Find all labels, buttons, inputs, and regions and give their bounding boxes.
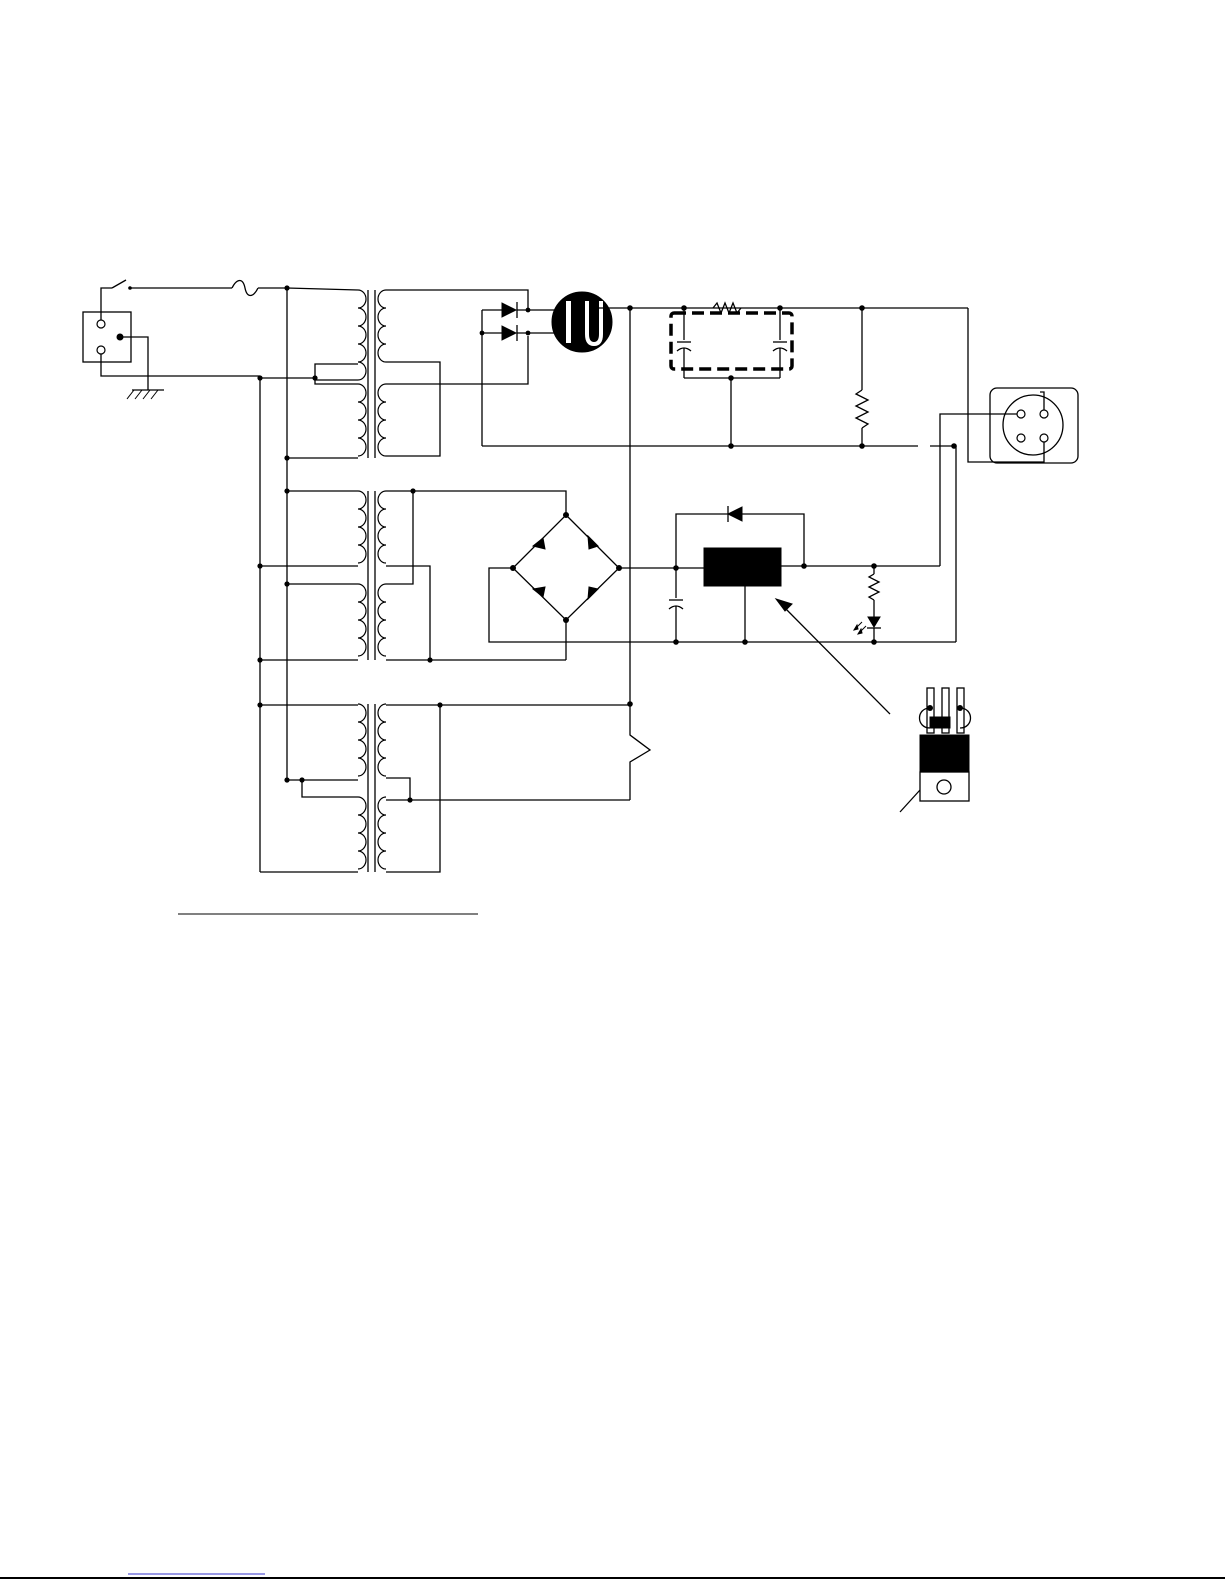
power-switch — [101, 280, 132, 320]
rc-filter — [671, 303, 792, 446]
transformer-3 — [358, 704, 386, 872]
ground-symbol — [127, 390, 164, 399]
led-indicator — [854, 563, 881, 645]
fuse — [232, 281, 258, 296]
transformer-2 — [358, 491, 386, 660]
transformer-1 — [358, 290, 386, 458]
regulator-package-detail — [920, 688, 971, 801]
bridge-rectifier — [510, 512, 622, 623]
output-connector — [990, 388, 1078, 463]
rectifier-diodes — [480, 302, 556, 341]
voltage-regulator — [676, 506, 940, 645]
rectifier-tube — [552, 292, 612, 352]
bleeder-resistor — [856, 305, 868, 446]
